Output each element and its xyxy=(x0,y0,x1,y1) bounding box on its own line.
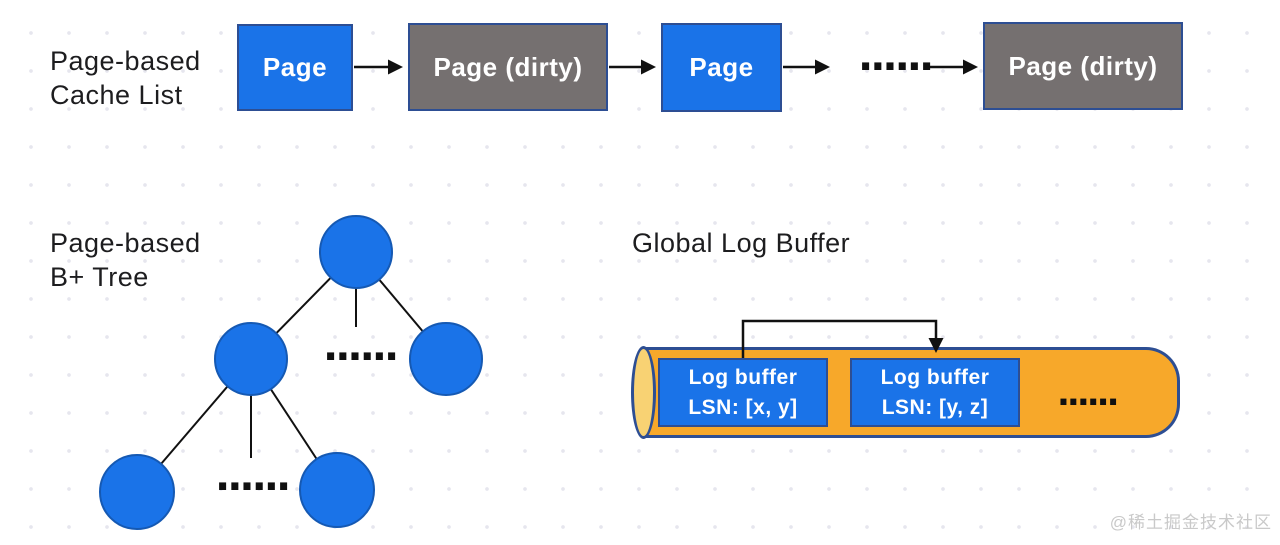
btree-label-line2: B+ Tree xyxy=(50,262,149,292)
cache-node-page-dirty-2-label: Page (dirty) xyxy=(1008,50,1158,81)
log-buffer-segment-2: Log buffer LSN: [y, z] xyxy=(850,358,1020,427)
watermark: @稀土掘金技术社区 xyxy=(1109,513,1272,532)
log-buffer-cylinder-cap xyxy=(631,346,656,439)
cache-node-page-1-label: Page xyxy=(262,52,328,82)
cache-node-page-2-label: Page xyxy=(689,52,754,82)
cache-node-page-1: Page xyxy=(237,24,353,111)
log-buffer-segment-2-line1: Log buffer xyxy=(880,365,990,389)
btree-node-mid-right xyxy=(409,322,483,396)
cache-node-page-2: Page xyxy=(661,23,782,112)
btree-ellipsis-mid: ...... xyxy=(323,324,399,370)
btree-node-root xyxy=(319,215,393,289)
log-buffer-segment-1-line2: LSN: [x, y] xyxy=(688,395,798,419)
btree-label-line1: Page-based xyxy=(50,228,201,258)
cache-list-label: Page-based Cache List xyxy=(50,44,201,112)
cache-node-page-dirty-1-label: Page (dirty) xyxy=(433,51,583,82)
cache-list-label-line1: Page-based xyxy=(50,46,201,76)
log-buffer-segment-2-line2: LSN: [y, z] xyxy=(881,395,989,419)
cache-list-label-line2: Cache List xyxy=(50,80,183,110)
btree-node-leaf-left xyxy=(99,454,175,530)
btree-label: Page-based B+ Tree xyxy=(50,226,201,294)
log-buffer-ellipsis: ...... xyxy=(1057,374,1119,414)
btree-ellipsis-bottom: ...... xyxy=(215,454,291,500)
cache-list-ellipsis: ...... xyxy=(858,34,934,80)
log-buffer-segment-1-line1: Log buffer xyxy=(688,365,798,389)
cache-node-page-dirty-1: Page (dirty) xyxy=(408,23,608,111)
btree-node-mid-left xyxy=(214,322,288,396)
cache-node-page-dirty-2: Page (dirty) xyxy=(983,22,1183,110)
log-buffer-title: Global Log Buffer xyxy=(632,228,851,258)
btree-node-leaf-right xyxy=(299,452,375,528)
log-buffer-segment-1: Log buffer LSN: [x, y] xyxy=(658,358,828,427)
